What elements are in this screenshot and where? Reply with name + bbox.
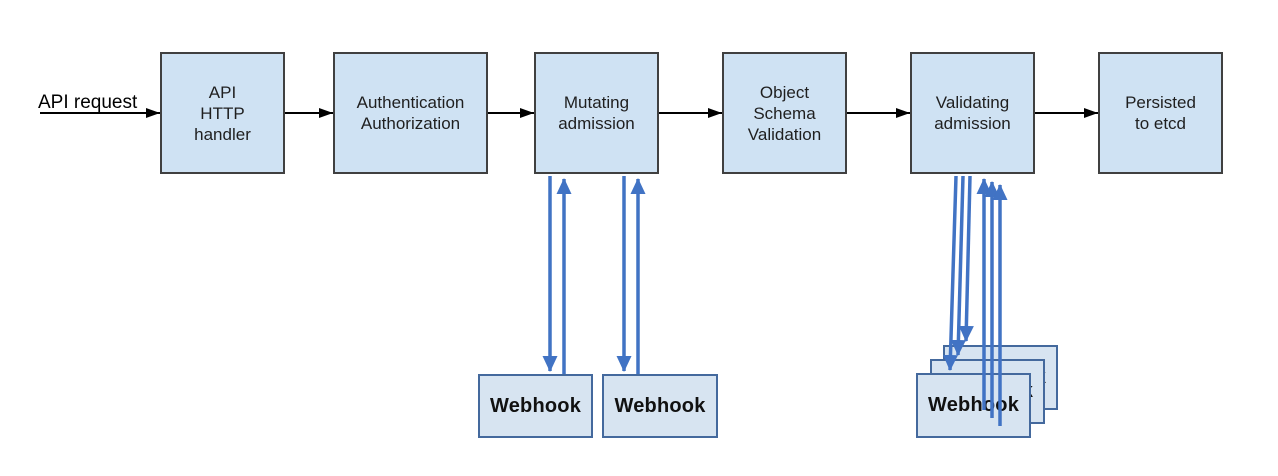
api-request-label: API request	[38, 92, 138, 113]
node-api-http-handler-label: API HTTP handler	[194, 82, 251, 144]
arrow-validating-to-webhooks-2	[950, 175, 966, 356]
node-authentication-authorization-label: Authentication Authorization	[356, 93, 465, 133]
mutating-webhook-1-label: Webhook	[489, 394, 582, 417]
node-object-schema-validation: Object Schema Validation	[722, 52, 847, 174]
node-persisted-to-etcd: Persisted to etcd	[1098, 52, 1223, 174]
node-object-schema-validation-label: Object Schema Validation	[747, 82, 822, 144]
mutating-webhook-1: Webhook	[478, 374, 593, 438]
node-validating-admission: Validating admission	[910, 52, 1035, 174]
arrow-validating-to-webhooks-3	[958, 175, 974, 342]
node-persisted-to-etcd-label: Persisted to etcd	[1125, 93, 1196, 133]
node-api-http-handler: API HTTP handler	[160, 52, 285, 174]
arrow-validating-to-webhooks-1	[942, 175, 958, 371]
validating-webhook-front: Webhook	[916, 373, 1031, 438]
node-mutating-admission: Mutating admission	[534, 52, 659, 174]
mutating-webhook-2-label: Webhook	[614, 394, 706, 417]
node-mutating-admission-label: Mutating admission	[558, 93, 635, 133]
node-validating-admission-label: Validating admission	[934, 93, 1011, 133]
mutating-webhook-2: Webhook	[602, 374, 718, 438]
validating-webhook-front-label: Webhook	[927, 394, 1020, 416]
node-authentication-authorization: Authentication Authorization	[333, 52, 488, 174]
